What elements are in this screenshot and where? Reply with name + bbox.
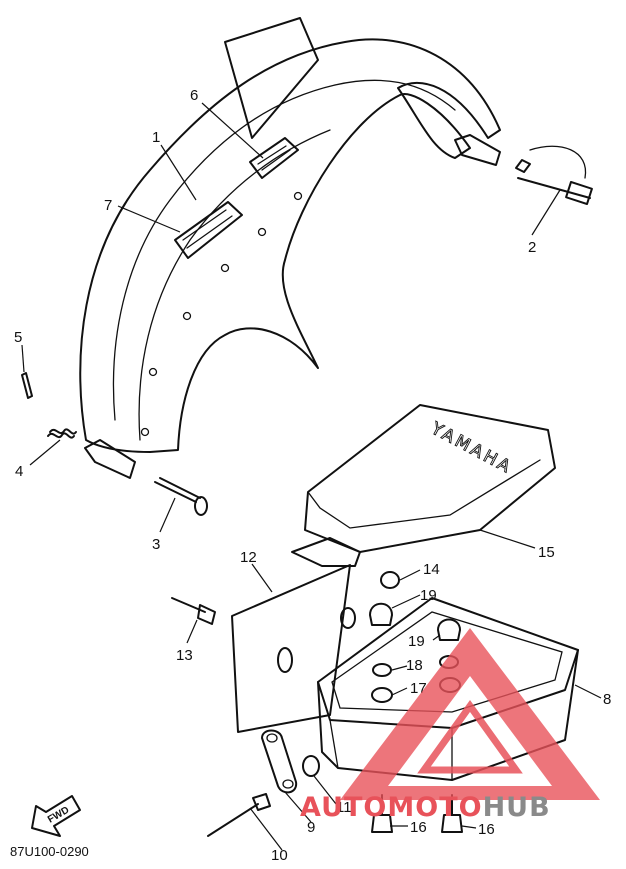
clevis-pin <box>154 477 208 516</box>
fender-rear-bracket <box>454 134 501 166</box>
box-lid-lettering: YAMAHA <box>427 418 516 478</box>
cotter-pin <box>21 372 33 399</box>
callout-10: 10 <box>271 847 288 864</box>
callout-19-top: 19 <box>420 587 437 604</box>
watermark-triangle <box>340 628 600 800</box>
callout-6: 6 <box>190 87 198 104</box>
cap-nut-19-left <box>369 602 393 626</box>
leader-lines <box>21 102 602 851</box>
watermark-text: AUTOMOTOHUB <box>300 792 551 823</box>
callout-7: 7 <box>104 197 112 214</box>
callout-3: 3 <box>152 536 160 553</box>
watermark-auto: AUTO <box>300 792 387 823</box>
callout-1: 1 <box>152 129 160 146</box>
callout-4: 4 <box>15 463 23 480</box>
callout-15: 15 <box>538 544 555 561</box>
callout-11: 11 <box>336 799 352 816</box>
bracket-9 <box>261 729 298 794</box>
washer-11 <box>302 755 320 777</box>
spring <box>47 428 77 439</box>
watermark: AUTOMOTOHUB <box>300 628 600 823</box>
callout-2: 2 <box>528 239 536 256</box>
fender <box>79 17 501 479</box>
watermark-inner-triangle <box>417 700 523 774</box>
decal-hatching <box>182 145 291 249</box>
diagram-code: 87U100-0290 <box>10 844 89 859</box>
callout-13: 13 <box>176 647 193 664</box>
callout-12: 12 <box>240 549 257 566</box>
washer-18-left <box>372 663 392 677</box>
callout-14: 14 <box>423 561 440 578</box>
callouts: 1 2 3 4 5 6 7 8 9 10 11 12 13 14 15 16 1… <box>14 87 611 864</box>
bolt-10 <box>207 793 271 837</box>
cap-nut-19-right <box>437 618 461 641</box>
screw-13 <box>171 597 216 625</box>
fwd-arrow: FWD <box>31 795 81 837</box>
mount-holes <box>140 191 303 437</box>
watermark-moto: MOTO <box>387 792 482 823</box>
fender-lower-bracket <box>84 439 136 479</box>
mounting-plate <box>231 564 356 733</box>
washer-17-left <box>371 687 393 703</box>
callout-18: 18 <box>406 657 423 674</box>
decal-7 <box>174 201 243 259</box>
callout-5: 5 <box>14 329 22 346</box>
callout-9: 9 <box>307 819 315 836</box>
pivot-pin <box>515 145 593 206</box>
watermark-hub: HUB <box>483 792 551 823</box>
grommet-14 <box>380 571 400 589</box>
decal-6 <box>249 137 299 179</box>
callout-16-right: 16 <box>478 821 495 838</box>
callout-16-left: 16 <box>410 819 427 836</box>
callout-8: 8 <box>603 691 611 708</box>
callout-19-mid: 19 <box>408 633 425 650</box>
